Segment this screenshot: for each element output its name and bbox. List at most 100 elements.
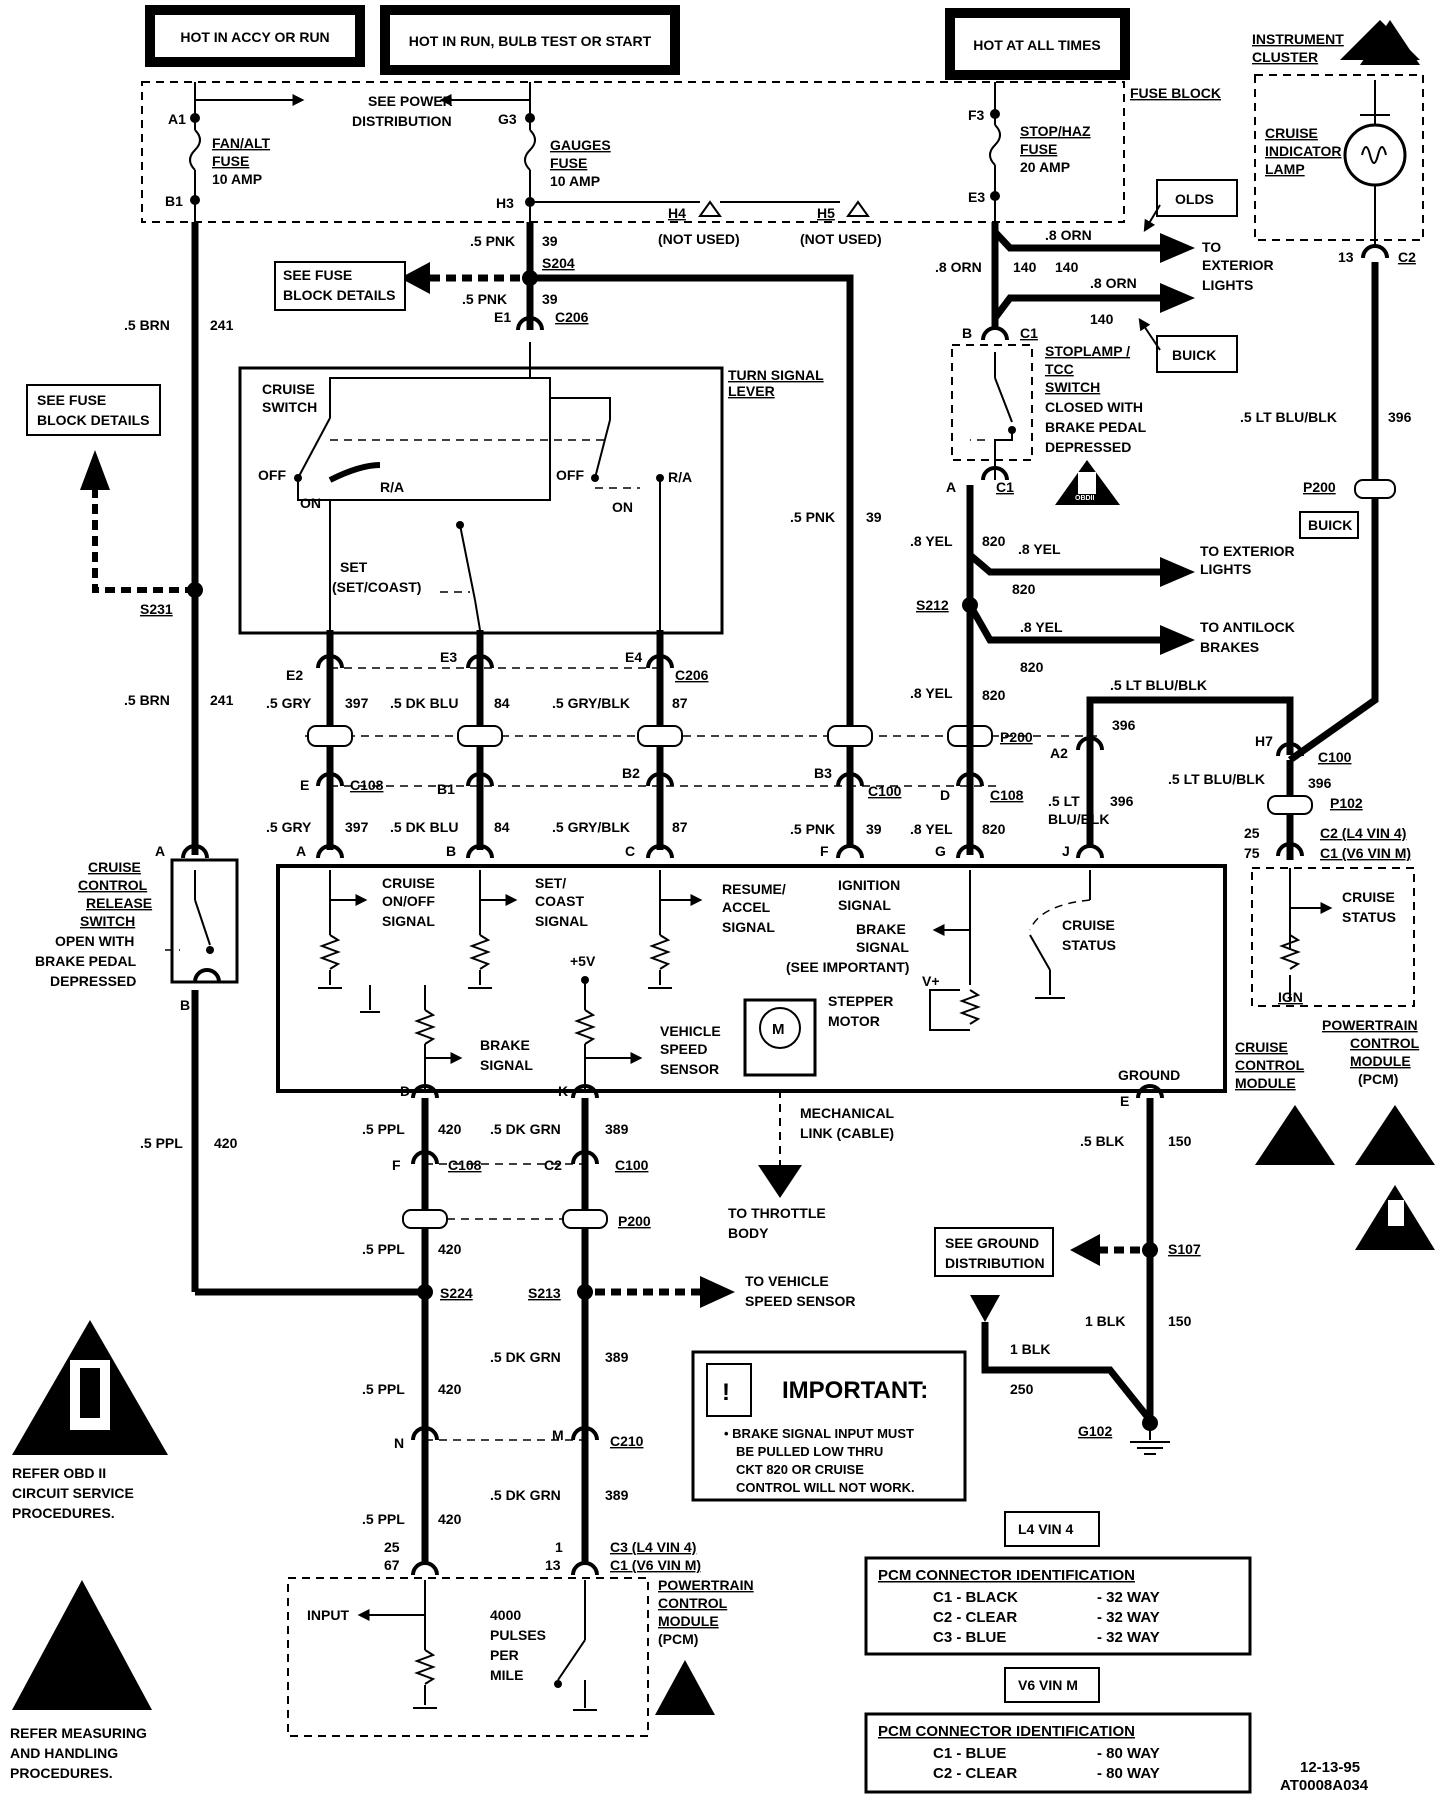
svg-text:CKT 820 OR CRUISE: CKT 820 OR CRUISE (736, 1462, 864, 1477)
svg-text:SPEED SENSOR: SPEED SENSOR (745, 1293, 855, 1309)
svg-text:ACCEL: ACCEL (722, 899, 771, 915)
svg-text:SEE FUSE: SEE FUSE (37, 392, 106, 408)
svg-text:HOT IN ACCY OR RUN: HOT IN ACCY OR RUN (180, 29, 329, 45)
svg-text:FAN/ALT: FAN/ALT (212, 135, 271, 151)
svg-text:.8 ORN: .8 ORN (1045, 227, 1092, 243)
svg-text:G102: G102 (1078, 1423, 1112, 1439)
svg-text:140: 140 (1090, 311, 1114, 327)
svg-text:FUSE: FUSE (212, 153, 249, 169)
svg-text:12-13-95: 12-13-95 (1300, 1759, 1360, 1776)
svg-text:140: 140 (1055, 259, 1079, 275)
svg-text:MILE: MILE (490, 1667, 523, 1683)
svg-text:B2: B2 (622, 765, 640, 781)
svg-text:(NOT USED): (NOT USED) (800, 231, 882, 247)
svg-text:87: 87 (672, 819, 688, 835)
svg-text:389: 389 (605, 1349, 629, 1365)
power-header-run-bulb: HOT IN RUN, BULB TEST OR START (380, 5, 680, 75)
svg-text:CONTROL: CONTROL (78, 877, 148, 893)
svg-text:420: 420 (438, 1381, 462, 1397)
svg-text:G3: G3 (498, 111, 517, 127)
svg-text:B: B (180, 997, 190, 1013)
svg-text:FUSE BLOCK: FUSE BLOCK (1130, 85, 1221, 101)
svg-text:LINK (CABLE): LINK (CABLE) (800, 1125, 894, 1141)
svg-text:B3: B3 (814, 765, 832, 781)
svg-text:39: 39 (542, 291, 558, 307)
svg-text:SWITCH: SWITCH (262, 399, 317, 415)
svg-text:.8 YEL: .8 YEL (1020, 619, 1063, 635)
svg-text:25: 25 (1244, 825, 1260, 841)
svg-text:H5: H5 (817, 205, 835, 221)
svg-text:CLOSED WITH: CLOSED WITH (1045, 399, 1143, 415)
svg-text:150: 150 (1168, 1133, 1192, 1149)
svg-text:.8 ORN: .8 ORN (1090, 275, 1137, 291)
svg-text:BRAKE PEDAL: BRAKE PEDAL (1045, 419, 1147, 435)
svg-text:.5 PPL: .5 PPL (362, 1121, 405, 1137)
svg-text:K: K (558, 1083, 568, 1099)
svg-text:CONTROL: CONTROL (1235, 1057, 1305, 1073)
svg-text:C2 - CLEAR: C2 - CLEAR (933, 1765, 1017, 1782)
power-header-all-times: HOT AT ALL TIMES (945, 8, 1130, 80)
svg-text:DEPRESSED: DEPRESSED (50, 973, 136, 989)
svg-text:25: 25 (384, 1539, 400, 1555)
svg-text:BLOCK DETAILS: BLOCK DETAILS (37, 412, 150, 428)
svg-text:BRAKE PEDAL: BRAKE PEDAL (35, 953, 137, 969)
svg-text:820: 820 (1012, 581, 1036, 597)
svg-text:.5 DK GRN: .5 DK GRN (490, 1487, 561, 1503)
wire-241-brn: .5 BRN 241 .5 BRN 241 S231 (80, 222, 234, 855)
svg-text:.5 PNK: .5 PNK (790, 821, 835, 837)
svg-text:.5 LT BLU/BLK: .5 LT BLU/BLK (1168, 771, 1265, 787)
svg-text:.5 PPL: .5 PPL (362, 1511, 405, 1527)
svg-text:.5 BRN: .5 BRN (124, 692, 170, 708)
svg-text:TCC: TCC (1045, 361, 1074, 377)
svg-text:S204: S204 (542, 255, 575, 271)
svg-text:PCM CONNECTOR IDENTIFICATION: PCM CONNECTOR IDENTIFICATION (878, 1567, 1135, 1584)
svg-text:GAUGES: GAUGES (550, 137, 611, 153)
obd-note: REFER OBD II CIRCUIT SERVICE PROCEDURES. (12, 1320, 168, 1521)
svg-text:F: F (392, 1157, 401, 1173)
svg-text:(NOT USED): (NOT USED) (658, 231, 740, 247)
svg-text:E: E (300, 777, 309, 793)
svg-text:BRAKE: BRAKE (856, 921, 906, 937)
svg-text:MECHANICAL: MECHANICAL (800, 1105, 895, 1121)
svg-text:84: 84 (494, 819, 510, 835)
svg-text:E2: E2 (286, 667, 303, 683)
svg-text:CRUISE: CRUISE (1342, 889, 1395, 905)
svg-text:4000: 4000 (490, 1607, 521, 1623)
svg-text:420: 420 (438, 1241, 462, 1257)
svg-text:RELEASE: RELEASE (86, 895, 152, 911)
svg-text:MOTOR: MOTOR (828, 1013, 880, 1029)
svg-text:241: 241 (210, 692, 234, 708)
svg-text:CONTROL: CONTROL (658, 1595, 728, 1611)
svg-text:.5 DK BLU: .5 DK BLU (390, 819, 458, 835)
svg-text:F3: F3 (968, 107, 985, 123)
svg-text:C100: C100 (615, 1157, 649, 1173)
svg-text:.5 LT: .5 LT (1048, 793, 1080, 809)
svg-text:FUSE: FUSE (550, 155, 587, 171)
svg-text:S213: S213 (528, 1285, 561, 1301)
svg-text:IGN: IGN (1278, 989, 1303, 1005)
instrument-cluster: INSTRUMENT CLUSTER CRUISE INDICATOR LAMP… (1252, 0, 1424, 265)
svg-text:TO VEHICLE: TO VEHICLE (745, 1273, 829, 1289)
svg-text:P102: P102 (1330, 795, 1363, 811)
svg-text:20 AMP: 20 AMP (1020, 159, 1070, 175)
see-fuse-block-details-top: SEE FUSE BLOCK DETAILS (274, 261, 406, 311)
svg-text:MODULE: MODULE (658, 1613, 719, 1629)
svg-text:87: 87 (672, 695, 688, 711)
svg-text:.5 GRY: .5 GRY (266, 819, 312, 835)
svg-text:V+: V+ (922, 973, 940, 989)
svg-text:(SET/COAST): (SET/COAST) (332, 579, 421, 595)
svg-text:.5 GRY/BLK: .5 GRY/BLK (552, 819, 630, 835)
svg-text:LIGHTS: LIGHTS (1200, 561, 1251, 577)
svg-text:- 80 WAY: - 80 WAY (1097, 1745, 1160, 1762)
svg-text:CLUSTER: CLUSTER (1252, 49, 1318, 65)
svg-text:13: 13 (545, 1557, 561, 1573)
svg-text:D: D (400, 1083, 410, 1099)
svg-text:SIGNAL: SIGNAL (480, 1057, 533, 1073)
svg-text:!: ! (722, 1379, 730, 1406)
svg-text:C3 - BLUE: C3 - BLUE (933, 1629, 1006, 1646)
svg-text:ON: ON (612, 499, 633, 515)
svg-text:39: 39 (542, 233, 558, 249)
svg-text:(PCM): (PCM) (658, 1631, 698, 1647)
svg-text:.5 PPL: .5 PPL (362, 1381, 405, 1397)
svg-text:PROCEDURES.: PROCEDURES. (12, 1505, 115, 1521)
